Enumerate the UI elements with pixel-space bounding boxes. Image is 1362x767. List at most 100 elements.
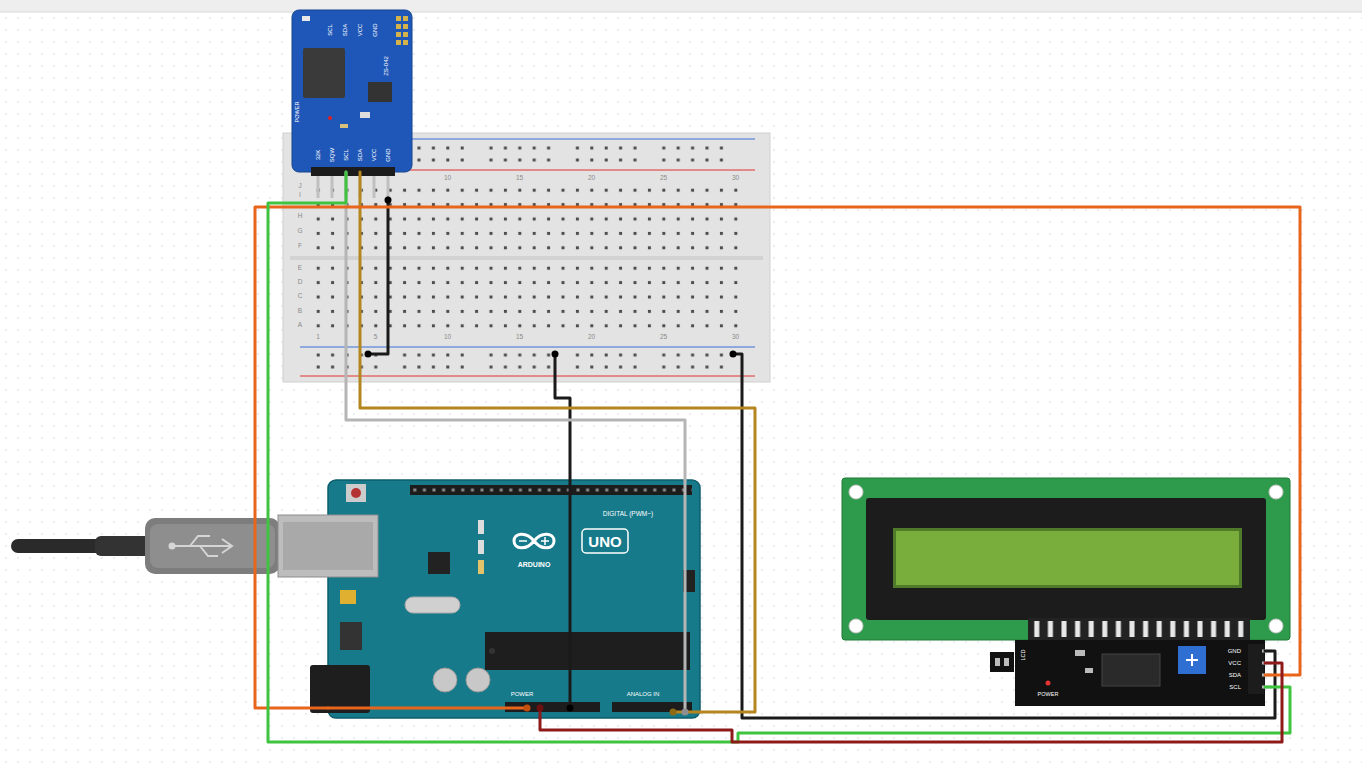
rail-line-red bbox=[300, 376, 755, 377]
layout-wires bbox=[328, 198, 1275, 718]
board bbox=[328, 480, 700, 718]
power-led bbox=[1046, 681, 1051, 686]
ds3231-chip bbox=[303, 48, 345, 98]
smd-part bbox=[360, 112, 370, 118]
board-label: UNO bbox=[588, 534, 621, 549]
lcd-screen bbox=[896, 531, 1239, 585]
breadboard-index: 20 bbox=[588, 334, 595, 341]
board-label: ARDUINO bbox=[518, 561, 551, 568]
usb-jack-face bbox=[283, 522, 373, 570]
plug-body bbox=[145, 518, 280, 574]
board-label: DIGITAL (PWM~) bbox=[603, 511, 653, 518]
rtc-board bbox=[292, 10, 412, 172]
resistor bbox=[478, 540, 484, 554]
rail-line-blue bbox=[300, 347, 755, 348]
usb-symbol bbox=[172, 536, 232, 556]
arduino-uno bbox=[278, 480, 700, 718]
atmega-chip bbox=[485, 632, 690, 670]
rtc-module bbox=[292, 10, 412, 198]
terminal-strip bbox=[311, 261, 743, 333]
rtc-module: SCLSDAVCCGNDZS-042POWER32KSQWSCLSDAVCCGN… bbox=[292, 10, 412, 172]
pin-label: SDA bbox=[342, 24, 348, 36]
i2c-header bbox=[1248, 644, 1264, 694]
pin-label: SCL bbox=[1229, 684, 1241, 690]
pin-label: GND bbox=[372, 23, 378, 36]
jumper-pin bbox=[995, 658, 1000, 666]
breadboard-index: 10 bbox=[444, 334, 451, 341]
pin-label: GND bbox=[1228, 648, 1241, 654]
usb-chip bbox=[428, 552, 450, 574]
ground-wire bbox=[733, 354, 1275, 718]
chip-notch bbox=[489, 648, 495, 654]
pin-label: GND bbox=[385, 148, 391, 161]
wire-dot bbox=[365, 351, 372, 358]
breadboard-index: G bbox=[297, 228, 302, 235]
wire-dot bbox=[537, 705, 544, 712]
capacitor bbox=[466, 668, 490, 692]
backlight-jumper bbox=[990, 652, 1014, 672]
arduino-logo bbox=[514, 534, 554, 548]
lcd-bezel bbox=[866, 498, 1266, 620]
breadboard-index: 25 bbox=[660, 334, 667, 341]
lcd-i2c-module: GNDVCCSDASCLLCDPOWER bbox=[1015, 618, 1265, 706]
wire-dots bbox=[365, 197, 737, 716]
wire bbox=[360, 172, 755, 712]
pin-header bbox=[311, 167, 395, 176]
breadboard-index: B bbox=[298, 308, 302, 315]
wire bbox=[268, 172, 1290, 742]
wire bbox=[255, 207, 1300, 708]
breadboard-index: I bbox=[299, 192, 301, 199]
breadboard bbox=[283, 133, 770, 382]
pin-label: SDA bbox=[357, 149, 363, 161]
wire-dot bbox=[385, 197, 392, 204]
power-jack bbox=[310, 665, 370, 713]
pin-label: VCC bbox=[371, 149, 377, 162]
breadboard-index: J bbox=[298, 183, 301, 190]
digital-header-pins bbox=[410, 485, 692, 495]
ground-wire bbox=[368, 198, 388, 354]
pin-label: POWER bbox=[1038, 692, 1059, 698]
breadboard-index: 1 bbox=[316, 334, 320, 341]
wire-dot bbox=[567, 705, 574, 712]
lcd-display bbox=[842, 478, 1290, 706]
digital-header bbox=[410, 485, 692, 495]
pin-label: VCC bbox=[357, 24, 363, 37]
breadboard-index: 15 bbox=[516, 334, 523, 341]
breadboard-index: 30 bbox=[732, 175, 739, 182]
usb-symbol-dot bbox=[169, 543, 176, 550]
wire-dot bbox=[670, 709, 677, 716]
smd-part bbox=[1075, 650, 1085, 656]
power-led bbox=[328, 116, 332, 120]
uno-badge bbox=[582, 529, 628, 553]
eeprom-chip bbox=[368, 82, 392, 102]
breadboard-index: 30 bbox=[732, 334, 739, 341]
pin-label: ZS-042 bbox=[383, 56, 389, 76]
breadboard-index: 10 bbox=[444, 175, 451, 182]
pin-label: 32K bbox=[315, 150, 321, 161]
reset-button bbox=[346, 484, 366, 502]
pin-label: LCD bbox=[1021, 649, 1027, 660]
wire bbox=[346, 172, 685, 480]
breadboard-index: C bbox=[298, 293, 303, 300]
i2c-backpack bbox=[1015, 640, 1265, 706]
wire-dot bbox=[682, 709, 689, 716]
mount-hole bbox=[1269, 619, 1283, 633]
fuse bbox=[340, 590, 356, 604]
pin-label: VCC bbox=[1228, 660, 1241, 666]
regulator bbox=[340, 622, 362, 650]
breadboard-index: 5 bbox=[374, 334, 378, 341]
smd-part bbox=[340, 124, 348, 128]
arduino-board: DIGITAL (PWM~)UNOARDUINOPOWERANALOG IN bbox=[328, 480, 700, 718]
i2c-pins bbox=[1262, 651, 1272, 687]
mount-hole bbox=[1269, 485, 1283, 499]
mount-hole bbox=[849, 619, 863, 633]
wire bbox=[540, 663, 1282, 742]
lcd-frame bbox=[893, 528, 1242, 588]
breadboard-index: F bbox=[298, 243, 302, 250]
wire-dot bbox=[524, 705, 531, 712]
